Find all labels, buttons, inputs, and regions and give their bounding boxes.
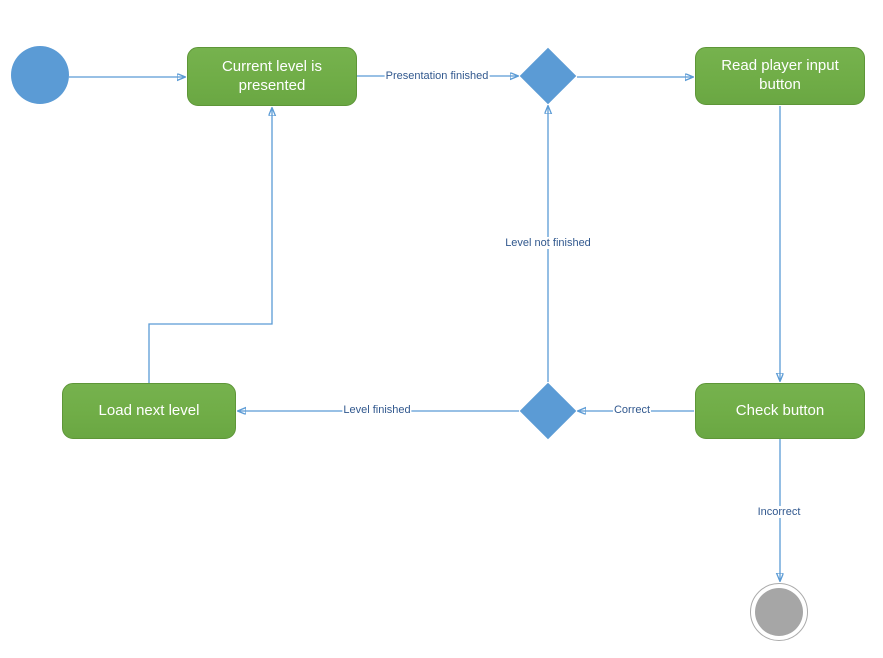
edge-label-correct: Correct <box>612 404 652 416</box>
initial-node <box>11 46 69 104</box>
node-read-player-input-button: Read player input button <box>695 47 865 105</box>
final-node-inner-circle <box>755 588 803 636</box>
node-label: Current level is presented <box>221 57 323 94</box>
edge-label-incorrect: Incorrect <box>756 506 802 518</box>
node-label: Check button <box>735 401 825 419</box>
edge-load-next-level-to-current-level <box>148 108 272 383</box>
node-check-button: Check button <box>695 383 865 439</box>
edge-label-presentation-finished: Presentation finished <box>384 70 490 82</box>
edge-label-level-not-finished: Level not finished <box>504 237 592 249</box>
node-current-level-is-presented: Current level is presented <box>187 47 357 106</box>
final-node <box>750 583 808 641</box>
node-load-next-level: Load next level <box>62 383 236 439</box>
edge-label-level-finished: Level finished <box>342 404 412 416</box>
node-label: Read player input button <box>721 57 839 93</box>
node-label: Load next level <box>98 401 200 419</box>
